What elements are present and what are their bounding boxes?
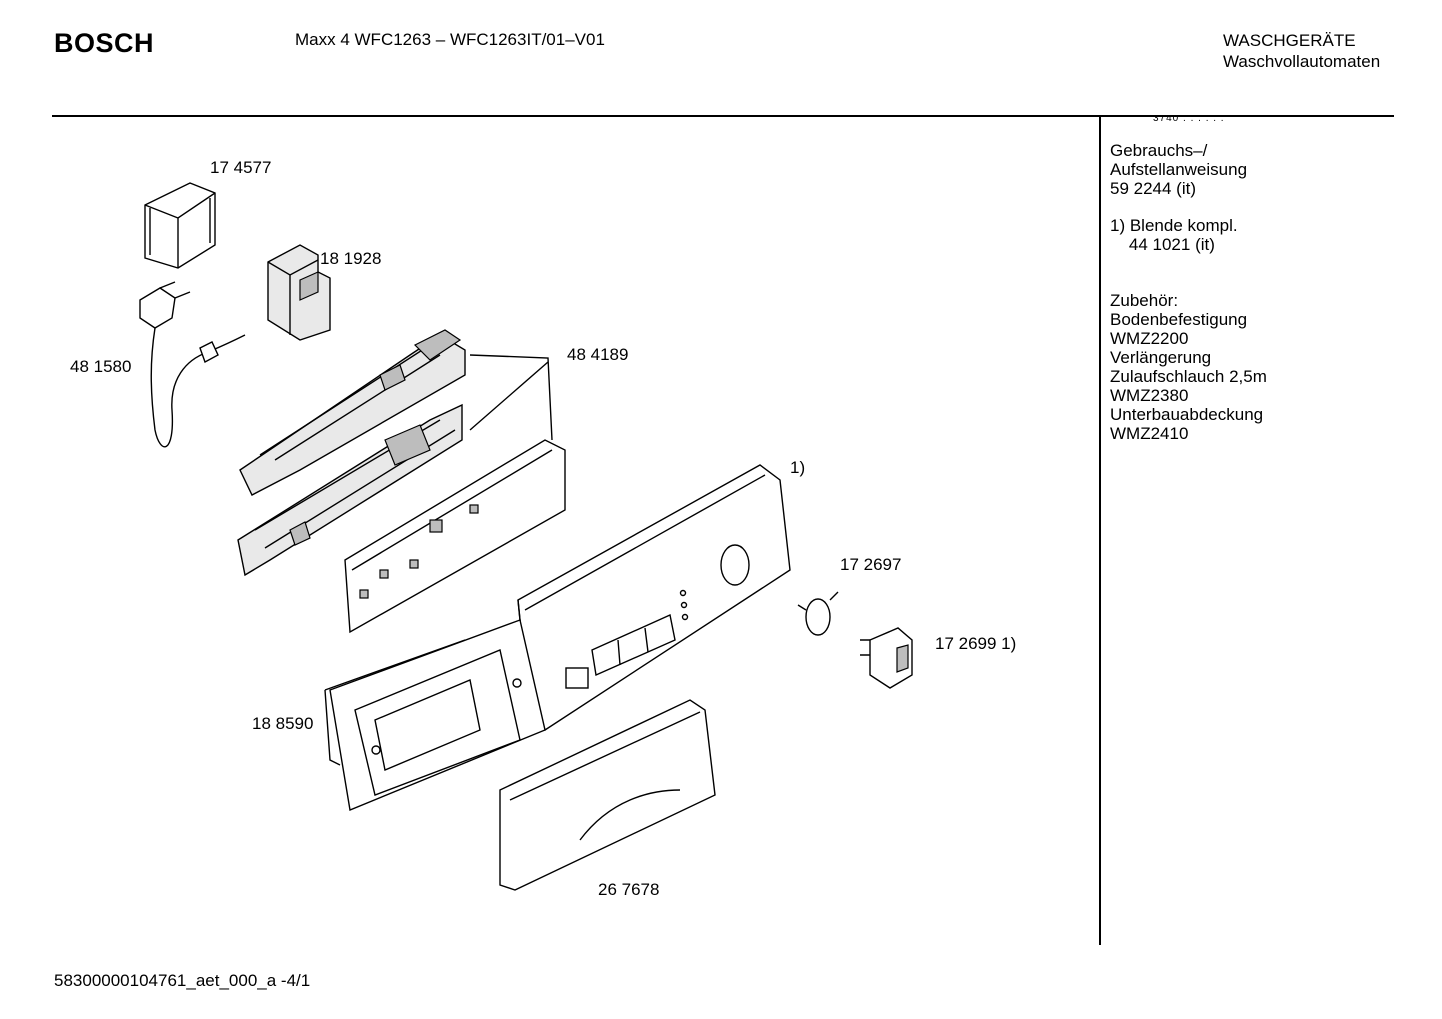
- label-484189: 48 4189: [567, 345, 629, 364]
- brand-logo: BOSCH: [54, 28, 155, 58]
- sidebar-divider: [1099, 115, 1101, 945]
- label-481580: 48 1580: [70, 357, 132, 376]
- part-pcb-board: [344, 439, 566, 634]
- note-1-text: 1) Blende kompl. 44 1021 (it): [1110, 216, 1238, 254]
- document-id: 58300000104761_aet_000_a -4/1: [54, 971, 311, 990]
- label-172697: 17 2697: [840, 555, 902, 574]
- label-267678: 26 7678: [598, 880, 660, 899]
- label-174577: 17 4577: [210, 158, 272, 177]
- accessories-list: Zubehör: Bodenbefestigung WMZ2200 Verlän…: [1110, 291, 1267, 443]
- part-bracket: [267, 244, 331, 341]
- category-line1: WASCHGERÄTE: [1223, 31, 1356, 50]
- cut-off-text: 3740 . . . . . .: [1153, 116, 1225, 124]
- part-power-cord: [139, 281, 246, 448]
- model-title: Maxx 4 WFC1263 – WFC1263IT/01–V01: [295, 30, 605, 49]
- part-drawer-panel: [499, 699, 716, 891]
- label-172699: 17 2699 1): [935, 634, 1017, 653]
- category-line2: Waschvollautomaten: [1223, 52, 1381, 71]
- manual-label: Gebrauchs–/ Aufstellanweisung 59 2244 (i…: [1110, 141, 1248, 198]
- part-dispenser-frame: [324, 619, 546, 811]
- leader-484189: [469, 354, 553, 441]
- part-pcb-lower: [237, 403, 463, 577]
- header-divider: [52, 115, 1394, 117]
- part-filter-box: [144, 182, 216, 269]
- category: WASCHGERÄTE Waschvollautomaten: [1223, 30, 1380, 72]
- part-pcb-upper: [239, 329, 466, 496]
- label-181928: 18 1928: [320, 249, 382, 268]
- exploded-parts-diagram: [139, 182, 913, 891]
- part-knob: [860, 627, 913, 689]
- part-knob-insert: [797, 591, 839, 636]
- label-note1: 1): [790, 458, 806, 477]
- label-188590: 18 8590: [252, 714, 314, 733]
